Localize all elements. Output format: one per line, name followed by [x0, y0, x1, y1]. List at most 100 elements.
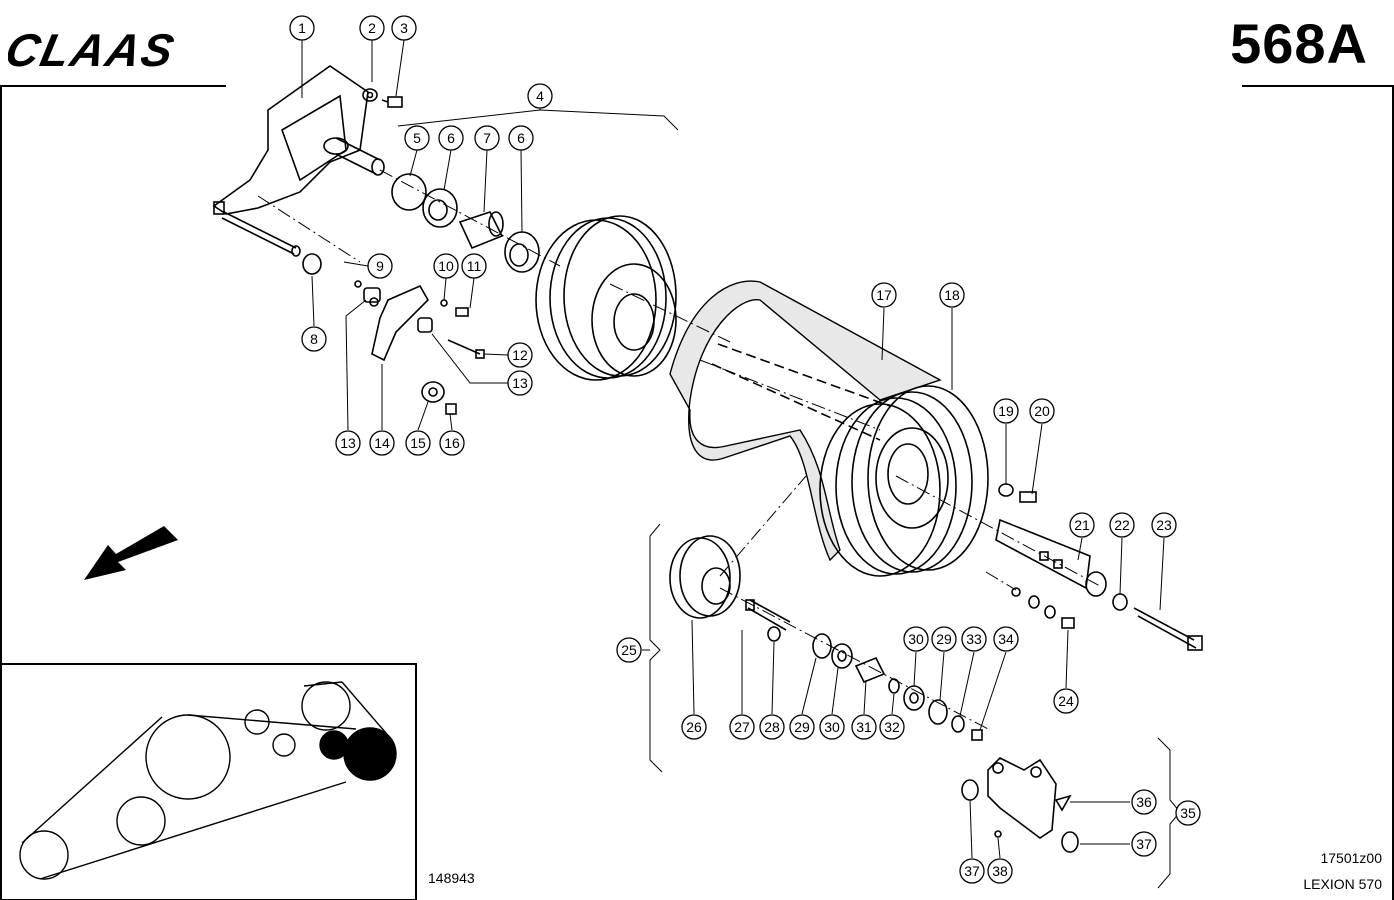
svg-text:6: 6	[517, 130, 525, 146]
bearing-30	[831, 643, 853, 669]
page-code: 568A	[1230, 12, 1368, 75]
callout-28: 28	[759, 714, 785, 740]
spacer-13b	[417, 317, 433, 333]
callout-25: 25	[616, 637, 642, 663]
idler-pulley-26	[669, 535, 741, 619]
svg-text:26: 26	[686, 719, 702, 735]
svg-text:8: 8	[310, 331, 318, 347]
svg-text:30: 30	[824, 719, 840, 735]
callout-36: 36	[1131, 789, 1157, 815]
svg-text:35: 35	[1180, 805, 1196, 821]
callout-18: 18	[939, 282, 965, 308]
svg-text:13: 13	[512, 375, 528, 391]
callout-26: 26	[681, 714, 707, 740]
center-axes	[257, 169, 1101, 731]
callout-3: 3	[391, 15, 417, 41]
svg-text:3: 3	[400, 20, 408, 36]
figure-number-right: 17501z00	[1320, 850, 1382, 866]
callout-2: 2	[359, 15, 385, 41]
svg-text:23: 23	[1156, 517, 1172, 533]
svg-text:CLAAS: CLAAS	[8, 24, 180, 75]
svg-text:16: 16	[444, 435, 460, 451]
svg-text:11: 11	[467, 258, 482, 274]
svg-text:29: 29	[936, 631, 952, 647]
callout-34: 34	[993, 626, 1019, 652]
nut-washer-24	[1011, 587, 1075, 629]
callout-1: 1	[289, 15, 315, 41]
svg-text:15: 15	[410, 435, 426, 451]
svg-text:32: 32	[884, 719, 900, 735]
svg-text:36: 36	[1136, 794, 1152, 810]
inset-belt-layout	[19, 681, 397, 880]
callout-13b: 13	[335, 430, 361, 456]
callout-29: 29	[789, 714, 815, 740]
nut-34	[971, 729, 983, 741]
direction-arrow	[84, 526, 178, 580]
svg-text:7: 7	[483, 130, 491, 146]
bracket-1	[212, 65, 385, 257]
svg-text:12: 12	[512, 347, 528, 363]
callout-38: 38	[987, 858, 1013, 884]
callout-37: 37	[1131, 831, 1157, 857]
callout-30b: 30	[903, 626, 929, 652]
callout-20: 20	[1029, 398, 1055, 424]
washer-2	[362, 88, 378, 102]
svg-text:13: 13	[340, 435, 356, 451]
washer-19	[998, 483, 1014, 497]
spacer-13	[363, 287, 381, 303]
callout-9: 9	[367, 253, 393, 279]
bracket-35	[987, 757, 1072, 839]
inset-box	[0, 663, 417, 900]
leader-lines	[301, 39, 1181, 889]
claas-logo: CLAAS	[8, 24, 180, 75]
callout-6b: 6	[508, 125, 534, 151]
bolt-23	[1133, 607, 1203, 651]
bolt-20	[1019, 491, 1037, 503]
callout-19: 19	[993, 398, 1019, 424]
callout-11: 11	[461, 253, 487, 279]
svg-text:17: 17	[876, 287, 892, 303]
svg-text:38: 38	[992, 863, 1008, 879]
svg-text:22: 22	[1114, 517, 1130, 533]
callout-14: 14	[369, 430, 395, 456]
callout-23: 23	[1151, 512, 1177, 538]
grease-nipple-38	[994, 830, 1002, 838]
callout-4: 4	[527, 83, 553, 109]
callout-10: 10	[433, 253, 459, 279]
svg-text:4: 4	[536, 88, 544, 104]
washer-10-11	[440, 299, 469, 317]
bolt-12	[447, 339, 485, 359]
callout-5: 5	[404, 125, 430, 151]
sleeve-31	[854, 656, 886, 684]
callout-15: 15	[405, 430, 431, 456]
svg-text:21: 21	[1074, 517, 1090, 533]
callout-7: 7	[474, 125, 500, 151]
svg-text:6: 6	[447, 130, 455, 146]
pulley-small	[535, 215, 677, 381]
nut-8	[302, 253, 322, 275]
svg-text:2: 2	[368, 20, 376, 36]
figure-number-left: 148943	[428, 870, 475, 886]
callout-8: 8	[301, 326, 327, 352]
svg-text:1: 1	[298, 20, 306, 36]
callout-32: 32	[879, 714, 905, 740]
shaft-21	[995, 518, 1107, 597]
svg-text:33: 33	[966, 631, 982, 647]
svg-text:18: 18	[944, 287, 960, 303]
bolt-16	[445, 403, 457, 415]
svg-text:25: 25	[621, 642, 637, 658]
svg-text:37: 37	[964, 863, 980, 879]
callout-27: 27	[729, 714, 755, 740]
callout-24: 24	[1053, 688, 1079, 714]
pulley-15	[421, 381, 445, 403]
belt-17	[669, 280, 942, 562]
svg-text:37: 37	[1136, 836, 1152, 852]
callout-group: 1 2 3 4 5 6 7 6 8 9 10 11 12 13 13 14 15…	[289, 15, 1201, 884]
callout-17: 17	[871, 282, 897, 308]
washer-33	[951, 715, 965, 733]
pulley-large-18	[711, 343, 989, 577]
circlip-29b	[928, 699, 948, 725]
washer-22	[1112, 593, 1128, 611]
svg-text:14: 14	[374, 435, 390, 451]
